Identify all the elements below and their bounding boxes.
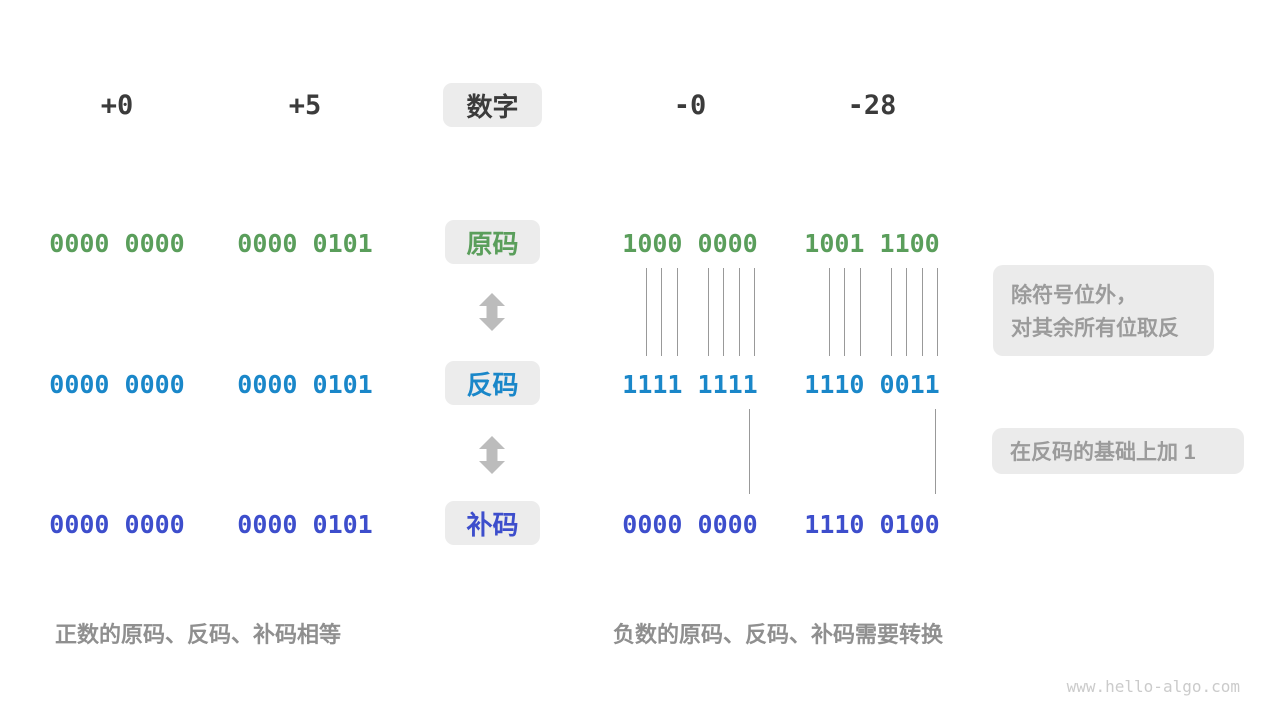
double-arrow-icon (479, 436, 505, 474)
bit-flip-guide-line (739, 268, 740, 356)
bit-flip-guide-line (860, 268, 861, 356)
ones-complement-minus28: 1110 0011 (804, 370, 940, 399)
sign-magnitude-plus5: 0000 0101 (237, 229, 373, 258)
ones-complement-plus0: 0000 0000 (49, 370, 185, 399)
bit-flip-guide-line (922, 268, 923, 356)
bit-flip-guide-line (891, 268, 892, 356)
positive-numbers-caption: 正数的原码、反码、补码相等 (55, 622, 342, 647)
bit-flip-guide-line (708, 268, 709, 356)
ones-complement-plus5: 0000 0101 (237, 370, 373, 399)
add-one-guide-line (935, 409, 936, 494)
flip-bits-note: 除符号位外， 对其余所有位取反 (993, 265, 1214, 356)
header-value-minus28: -28 (847, 90, 897, 121)
bit-flip-guide-line (677, 268, 678, 356)
double-arrow-icon (479, 293, 505, 331)
flip-bits-note-line2: 对其余所有位取反 (1011, 317, 1179, 340)
bit-flip-guide-line (844, 268, 845, 356)
ones-complement-minus0: 1111 1111 (622, 370, 758, 399)
bit-flip-guide-line (829, 268, 830, 356)
twos-complement-minus0: 0000 0000 (622, 510, 758, 539)
bit-flip-guide-line (661, 268, 662, 356)
sign-magnitude-minus28: 1001 1100 (804, 229, 940, 258)
add-one-note: 在反码的基础上加 1 (992, 428, 1244, 474)
sign-magnitude-plus0: 0000 0000 (49, 229, 185, 258)
bit-flip-guide-line (646, 268, 647, 356)
twos-complement-minus28: 1110 0100 (804, 510, 940, 539)
ones-complement-badge: 反码 (445, 361, 540, 405)
header-value-minus0: -0 (673, 90, 707, 121)
sign-magnitude-badge: 原码 (445, 220, 540, 264)
flip-bits-note-line1: 除符号位外， (1011, 284, 1137, 307)
twos-complement-badge: 补码 (445, 501, 540, 545)
twos-complement-plus5: 0000 0101 (237, 510, 373, 539)
website-watermark: www.hello-algo.com (1066, 677, 1240, 696)
negative-numbers-caption: 负数的原码、反码、补码需要转换 (613, 622, 944, 647)
twos-complement-plus0: 0000 0000 (49, 510, 185, 539)
header-value-plus0: +0 (100, 90, 134, 121)
number-badge: 数字 (443, 83, 542, 127)
bit-flip-guide-line (754, 268, 755, 356)
add-one-guide-line (749, 409, 750, 494)
bit-flip-guide-line (937, 268, 938, 356)
bit-flip-guide-line (723, 268, 724, 356)
bit-flip-guide-line (906, 268, 907, 356)
header-value-plus5: +5 (288, 90, 322, 121)
sign-magnitude-minus0: 1000 0000 (622, 229, 758, 258)
